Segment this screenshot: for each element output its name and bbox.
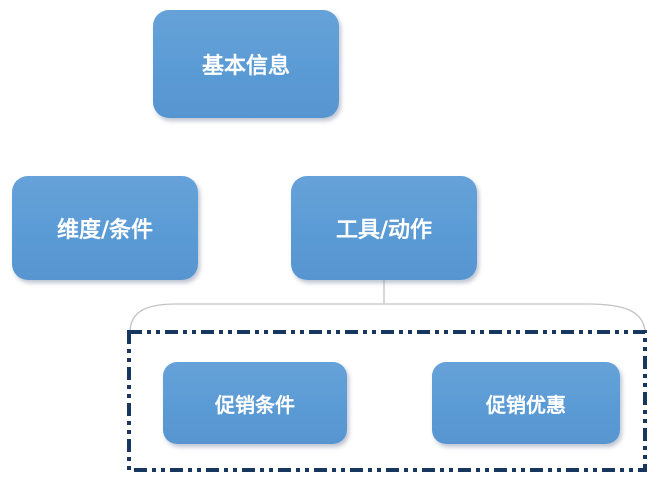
node-tool-action: 工具/动作: [291, 176, 477, 280]
node-dimension-condition: 维度/条件: [12, 176, 198, 280]
node-promotion-discount: 促销优惠: [432, 362, 620, 444]
node-basic-info: 基本信息: [153, 10, 339, 118]
node-promotion-condition-label: 促销条件: [215, 392, 295, 417]
node-promotion-condition: 促销条件: [163, 362, 347, 444]
brace-curve: [129, 303, 646, 332]
node-basic-info-label: 基本信息: [201, 54, 290, 79]
node-promotion-discount-label: 促销优惠: [486, 392, 566, 417]
node-tool-action-label: 工具/动作: [335, 218, 433, 243]
node-dimension-condition-label: 维度/条件: [56, 218, 154, 243]
